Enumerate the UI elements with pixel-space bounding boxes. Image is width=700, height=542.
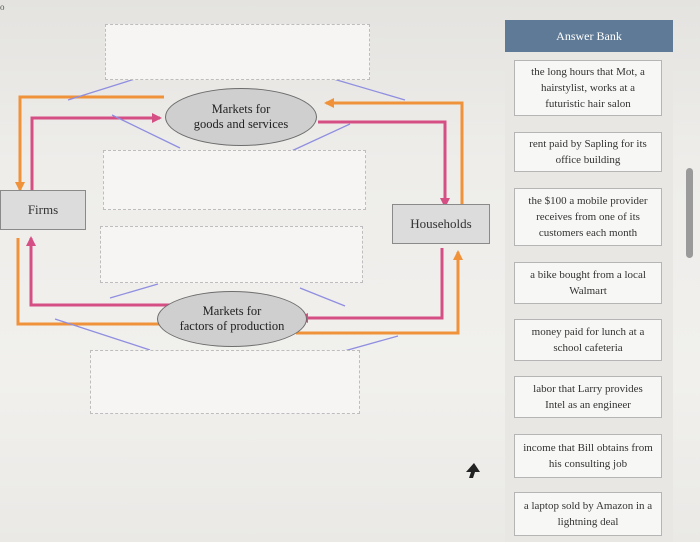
answer-bank-title: Answer Bank xyxy=(505,20,673,52)
pink-flow-factors-to-firms xyxy=(26,236,172,307)
leader-lines xyxy=(54,77,406,361)
answer-card[interactable]: a bike bought from a local Walmart xyxy=(514,262,662,304)
goods-services-market: Markets for goods and services xyxy=(165,88,317,146)
answer-card[interactable]: income that Bill obtains from his consul… xyxy=(514,434,662,478)
orange-flow-households-to-goods xyxy=(324,98,464,206)
households-node: Households xyxy=(392,204,490,244)
answer-card[interactable]: labor that Larry provides Intel as an en… xyxy=(514,376,662,418)
answer-bank-panel: Answer Bank the long hours that Mot, a h… xyxy=(505,20,673,542)
corner-mark: o xyxy=(0,2,5,12)
pink-flow-goods-to-households xyxy=(318,120,450,208)
answer-card[interactable]: the $100 a mobile provider receives from… xyxy=(514,188,662,246)
orange-flow-factors-to-households xyxy=(296,250,463,335)
answer-card[interactable]: a laptop sold by Amazon in a lightning d… xyxy=(514,492,662,536)
factors-production-market: Markets for factors of production xyxy=(157,291,307,347)
orange-flow-firms-to-factors xyxy=(16,238,172,329)
cursor-icon xyxy=(466,463,480,478)
scrollbar-thumb[interactable] xyxy=(686,168,693,258)
drop-target-goods-bottom[interactable] xyxy=(103,150,366,210)
circular-flow-diagram xyxy=(15,77,480,478)
answer-card[interactable]: the long hours that Mot, a hairstylist, … xyxy=(514,60,662,116)
drop-target-factors-top[interactable] xyxy=(100,226,363,283)
answer-card[interactable]: money paid for lunch at a school cafeter… xyxy=(514,319,662,361)
orange-flow-goods-to-firms xyxy=(15,95,164,192)
drop-target-goods-top[interactable] xyxy=(105,24,370,80)
firms-node: Firms xyxy=(0,190,86,230)
answer-card[interactable]: rent paid by Sapling for its office buil… xyxy=(514,132,662,172)
pink-flow-households-to-factors xyxy=(298,248,444,323)
drop-target-factors-bottom[interactable] xyxy=(90,350,360,414)
